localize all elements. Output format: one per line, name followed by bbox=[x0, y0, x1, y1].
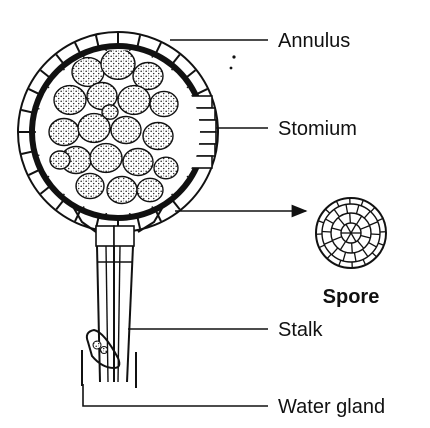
spore-wall-line bbox=[318, 221, 324, 223]
spore bbox=[90, 144, 122, 173]
annulus-cell-wall bbox=[173, 201, 180, 210]
annulus-cell-wall bbox=[29, 89, 39, 94]
spore-wall-line bbox=[332, 248, 338, 255]
spore-wall-line bbox=[343, 252, 345, 261]
annulus-cell-wall bbox=[138, 218, 140, 229]
spore-wall-line bbox=[324, 241, 332, 244]
annulus-cell-wall bbox=[156, 43, 161, 53]
spore-wall-line bbox=[356, 216, 361, 224]
spore bbox=[143, 123, 173, 150]
spore bbox=[137, 178, 163, 201]
spore-wall-line bbox=[325, 209, 329, 213]
annulus-cell-wall bbox=[56, 55, 63, 64]
sporangium-capsule bbox=[18, 32, 218, 232]
spore bbox=[154, 157, 178, 179]
spore-wall-line bbox=[364, 211, 370, 218]
spore bbox=[49, 119, 79, 146]
annulus-cell-wall bbox=[138, 35, 140, 46]
spore bbox=[102, 105, 118, 119]
spore-wall-line bbox=[339, 260, 341, 266]
spore-wall-line bbox=[357, 241, 363, 249]
spore-wall-line bbox=[346, 204, 348, 213]
spore-wall-line bbox=[363, 259, 365, 264]
spore-wall-line bbox=[346, 233, 351, 242]
spore-wall-line bbox=[336, 201, 338, 206]
spore-wall-line bbox=[327, 254, 331, 258]
spore-wall-line bbox=[371, 207, 375, 211]
annulus-cell-wall bbox=[96, 35, 98, 46]
spore-wall-line bbox=[378, 243, 384, 245]
spore-wall-line bbox=[377, 218, 382, 220]
spore-wall-line bbox=[332, 237, 341, 241]
spore-wall-line bbox=[354, 253, 356, 262]
spore bbox=[54, 86, 86, 115]
spore bbox=[111, 117, 141, 144]
spore-wall-line bbox=[360, 226, 369, 230]
label-spore: Spore bbox=[323, 286, 380, 308]
spore-wall-line bbox=[346, 224, 351, 233]
spore-wall-line bbox=[372, 253, 376, 257]
annulus-cell-wall bbox=[41, 187, 50, 194]
annulus-cell-wall bbox=[21, 110, 32, 112]
label-stomium: Stomium bbox=[278, 118, 357, 140]
spore-wall-line bbox=[352, 243, 353, 253]
annulus-cell-wall bbox=[21, 152, 32, 154]
spore-wall-line bbox=[361, 200, 363, 206]
annulus-cell-wall bbox=[56, 201, 63, 210]
label-stalk: Stalk bbox=[278, 319, 323, 341]
spore bbox=[101, 49, 135, 80]
spore-wall-line bbox=[340, 241, 345, 249]
label-water-gland: Water gland bbox=[278, 396, 385, 418]
spore-wall-line bbox=[350, 213, 351, 223]
annulus-cell-wall bbox=[75, 43, 80, 53]
spore bbox=[150, 91, 178, 116]
spore-wall-line bbox=[369, 222, 377, 225]
spore bbox=[118, 86, 150, 115]
spore-enlarged bbox=[316, 198, 386, 268]
spore bbox=[107, 177, 137, 204]
spore-wall-line bbox=[338, 218, 344, 226]
annulus-cell-wall bbox=[173, 55, 180, 64]
spore-wall-line bbox=[363, 249, 368, 256]
spore-wall-line bbox=[332, 228, 342, 230]
ink-speck bbox=[232, 55, 235, 58]
spore-wall-line bbox=[351, 224, 356, 233]
spore-wall-line bbox=[351, 233, 356, 242]
spore-wall-line bbox=[356, 205, 358, 214]
spore-wall-line bbox=[326, 219, 334, 223]
spore-wall-line bbox=[369, 243, 377, 247]
annulus-cell-wall bbox=[187, 70, 196, 77]
ink-speck bbox=[230, 67, 233, 70]
spore bbox=[50, 151, 70, 169]
spore-wall-line bbox=[334, 209, 339, 216]
spore-wall-line bbox=[319, 245, 324, 247]
annulus-cell-wall bbox=[29, 170, 39, 175]
annulus-cell-wall bbox=[197, 89, 207, 94]
spore bbox=[123, 149, 153, 176]
spore-wall-line bbox=[361, 235, 371, 237]
label-annulus: Annulus bbox=[278, 30, 350, 52]
annulus-cell-wall bbox=[41, 70, 50, 77]
spore bbox=[76, 173, 104, 198]
